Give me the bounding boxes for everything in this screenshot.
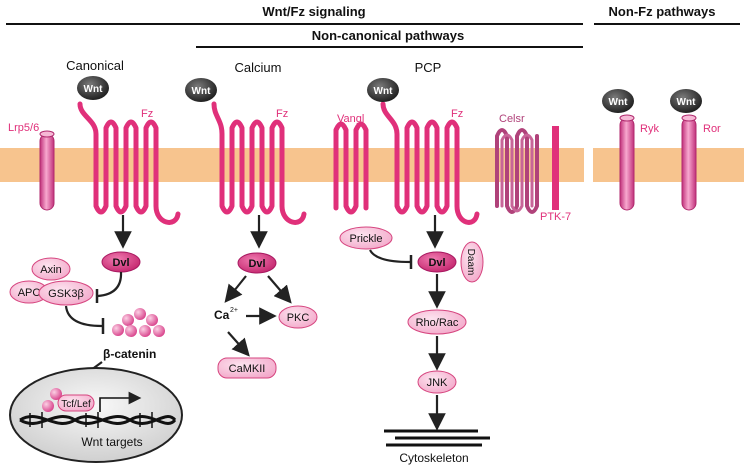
svg-text:PKC: PKC	[287, 312, 310, 324]
svg-text:Dvl: Dvl	[112, 257, 129, 269]
inhibit-prickle-to-dvl	[369, 249, 411, 264]
arrow-ca-to-camkii	[227, 331, 250, 357]
svg-text:Dvl: Dvl	[428, 257, 445, 269]
svg-text:2+: 2+	[230, 307, 238, 314]
section-title-pcp: PCP	[415, 60, 442, 75]
fz-receptor-calcium	[211, 101, 307, 225]
calcium-ion: Ca 2+	[214, 307, 238, 322]
membrane-non-fz	[593, 148, 744, 182]
svg-text:Prickle: Prickle	[349, 233, 382, 245]
svg-text:JNK: JNK	[427, 377, 448, 389]
ryk-label: Ryk	[640, 123, 659, 135]
svg-text:Wnt: Wnt	[609, 97, 629, 108]
tcf-lef-complex: Tcf/Lef	[42, 388, 95, 412]
ror-receptor	[681, 114, 697, 211]
celsr-receptor	[495, 128, 539, 214]
camkii-node: CaMKII	[217, 357, 277, 379]
arrow-dvl-to-pkc	[267, 275, 292, 304]
header-non-canonical-pathways: Non-canonical pathways	[312, 28, 464, 43]
transcription-arrow	[99, 391, 142, 412]
ptk7-label: PTK-7	[540, 211, 571, 223]
svg-text:Tcf/Lef: Tcf/Lef	[61, 399, 91, 410]
svg-text:GSK3β: GSK3β	[48, 288, 84, 300]
rho-rac-node: Rho/Rac	[407, 309, 467, 335]
svg-text:Daam: Daam	[465, 249, 476, 276]
gsk3b-node: GSK3β	[38, 280, 94, 306]
beta-catenin-label: β-catenin	[103, 347, 156, 361]
wnt-ligand-pcp: Wnt	[367, 78, 399, 102]
svg-text:CaMKII: CaMKII	[229, 363, 266, 375]
vangl-receptor	[333, 121, 369, 215]
vangl-label: Vangl	[337, 113, 364, 125]
daam-node: Daam	[460, 241, 484, 283]
ryk-receptor	[619, 114, 635, 211]
fz-label-canonical: Fz	[141, 108, 153, 120]
svg-text:Wnt: Wnt	[192, 86, 212, 97]
pkc-node: PKC	[278, 305, 318, 329]
header-wnt-fz-signaling: Wnt/Fz signaling	[262, 4, 365, 19]
fz-receptor-pcp	[380, 101, 480, 225]
arrow-dvl-to-ca	[224, 275, 247, 303]
svg-text:Wnt: Wnt	[374, 86, 394, 97]
section-title-calcium: Calcium	[235, 60, 282, 75]
celsr-label: Celsr	[499, 113, 525, 125]
dna-helix	[19, 412, 177, 428]
wnt-ligand-ror: Wnt	[670, 89, 702, 113]
svg-text:Dvl: Dvl	[248, 258, 265, 270]
wnt-ligand-canonical: Wnt	[77, 76, 109, 100]
dvl-node-canonical: Dvl	[101, 251, 141, 273]
fz-receptor-canonical	[77, 101, 181, 225]
svg-text:Ca: Ca	[214, 308, 230, 322]
apc-node: APC	[9, 280, 49, 304]
axin-node: Axin	[31, 257, 71, 281]
svg-text:Wnt: Wnt	[84, 84, 104, 95]
ptk7-receptor	[552, 126, 559, 210]
cytoskeleton-label: Cytoskeleton	[399, 451, 468, 465]
dvl-node-pcp: Dvl	[417, 251, 457, 273]
lrp-receptor	[39, 130, 55, 211]
wnt-ligand-ryk: Wnt	[602, 89, 634, 113]
svg-text:Rho/Rac: Rho/Rac	[416, 317, 459, 329]
inhibit-dvl-to-gsk3b	[97, 271, 123, 298]
fz-label-pcp: Fz	[451, 108, 463, 120]
ror-label: Ror	[703, 123, 721, 135]
cytoskeleton-bars	[384, 429, 490, 447]
svg-text:APC: APC	[18, 287, 41, 299]
header-non-fz-pathways: Non-Fz pathways	[609, 4, 716, 19]
beta-catenin-cluster	[112, 308, 165, 337]
svg-text:Wnt: Wnt	[677, 97, 697, 108]
dvl-node-calcium: Dvl	[237, 252, 277, 274]
lrp-label: Lrp5/6	[8, 122, 39, 134]
fz-label-calcium: Fz	[276, 108, 288, 120]
prickle-node: Prickle	[339, 226, 393, 250]
svg-text:Axin: Axin	[40, 264, 61, 276]
wnt-ligand-calcium: Wnt	[185, 78, 217, 102]
inhibit-gsk3b-to-beta-catenin	[64, 305, 103, 328]
section-title-canonical: Canonical	[66, 58, 124, 73]
jnk-node: JNK	[417, 370, 457, 394]
wnt-targets-label: Wnt targets	[81, 435, 142, 449]
